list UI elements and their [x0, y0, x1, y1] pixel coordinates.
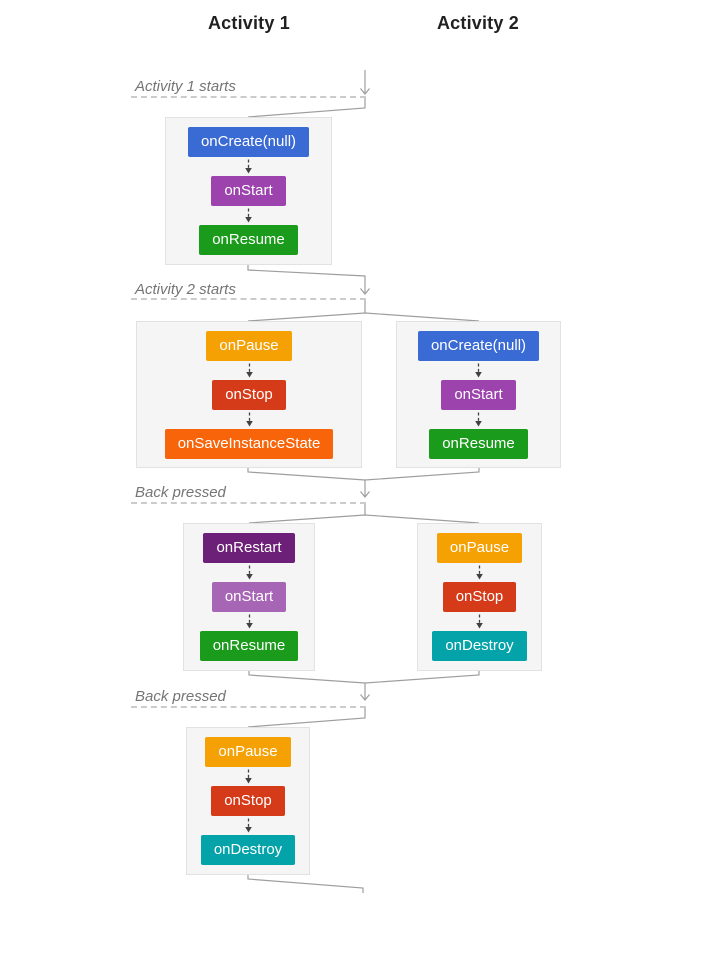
event-separator-line: [131, 298, 366, 300]
connector-to-panel-4: [247, 706, 366, 728]
down-arrow-icon: [245, 208, 252, 223]
lifecycle-panel-s2-activity2: onCreate(null) onStart onResume: [396, 321, 561, 468]
connector-row2-left-merge: [247, 468, 366, 481]
down-arrow-icon: [476, 565, 483, 580]
lifecycle-box-onstart: onStart: [441, 379, 516, 410]
down-arrow-icon: [245, 159, 252, 174]
lifecycle-box-ondestroy: onDestroy: [432, 631, 527, 661]
connector-row3-left-merge: [248, 671, 366, 684]
column-header-activity-2: Activity 2: [436, 13, 520, 33]
down-arrow-icon: [245, 614, 253, 629]
down-arrow-icon: [245, 412, 253, 426]
lifecycle-panel-s3-activity2: onPause onStop onDestroy: [417, 523, 542, 671]
lifecycle-box-oncreate: onCreate(null): [417, 330, 540, 361]
connector-panel4-exit: [247, 875, 364, 893]
event-label-back-pressed-1: Back pressed: [135, 484, 226, 501]
connector-branch-row-3: [248, 514, 480, 524]
lifecycle-box-onpause: onPause: [205, 737, 291, 767]
connector-to-panel-1: [247, 98, 366, 118]
connector-group: [247, 70, 480, 893]
connector-row3-right-merge: [364, 671, 480, 684]
lifecycle-box-onrestart: onRestart: [203, 533, 295, 563]
event-separator-line: [131, 706, 366, 708]
lifecycle-box-onresume: onResume: [199, 631, 299, 661]
lifecycle-panel-s2-activity1: onPause onStop onSaveInstanceState: [136, 321, 362, 468]
lifecycle-box-onsaveinstancestate: onSaveInstanceState: [164, 428, 334, 459]
lifecycle-box-onstop: onStop: [212, 379, 286, 410]
event-label-activity-2-starts: Activity 2 starts: [135, 281, 236, 298]
event-separator-line: [131, 96, 366, 98]
lifecycle-box-onstop: onStop: [211, 786, 285, 816]
connector-branch-row-2: [247, 312, 480, 322]
down-arrow-icon: [244, 818, 252, 833]
lifecycle-box-onpause: onPause: [206, 330, 292, 361]
lifecycle-box-onresume: onResume: [199, 225, 298, 255]
down-arrow-icon: [245, 363, 253, 377]
event-label-activity-1-starts: Activity 1 starts: [135, 78, 236, 95]
down-arrow-icon: [475, 412, 482, 426]
down-arrow-icon: [244, 769, 252, 784]
arrowhead-section-3: [360, 491, 370, 498]
down-arrow-icon: [245, 565, 253, 580]
event-label-back-pressed-2: Back pressed: [135, 688, 226, 705]
arrowhead-section-2: [360, 288, 370, 295]
lifecycle-panel-s1-activity1: onCreate(null) onStart onResume: [165, 117, 332, 265]
arrowhead-section-1: [360, 88, 370, 95]
down-arrow-icon: [476, 614, 483, 629]
arrowhead-section-4: [360, 694, 370, 701]
lifecycle-box-oncreate: onCreate(null): [187, 127, 310, 157]
event-separator-line: [131, 502, 366, 504]
connector-panel1-to-section-2: [247, 265, 366, 294]
column-header-activity-1: Activity 1: [207, 13, 291, 33]
lifecycle-box-onstop: onStop: [442, 582, 517, 612]
lifecycle-panel-s3-activity1: onRestart onStart onResume: [183, 523, 315, 671]
lifecycle-box-onstart: onStart: [211, 176, 286, 206]
lifecycle-box-onresume: onResume: [429, 428, 528, 459]
connector-row2-right-merge: [364, 468, 480, 481]
lifecycle-box-onpause: onPause: [436, 533, 523, 563]
lifecycle-box-ondestroy: onDestroy: [200, 835, 296, 865]
lifecycle-box-onstart: onStart: [211, 582, 287, 612]
lifecycle-panel-s4-activity1: onPause onStop onDestroy: [186, 727, 310, 875]
down-arrow-icon: [475, 363, 482, 377]
